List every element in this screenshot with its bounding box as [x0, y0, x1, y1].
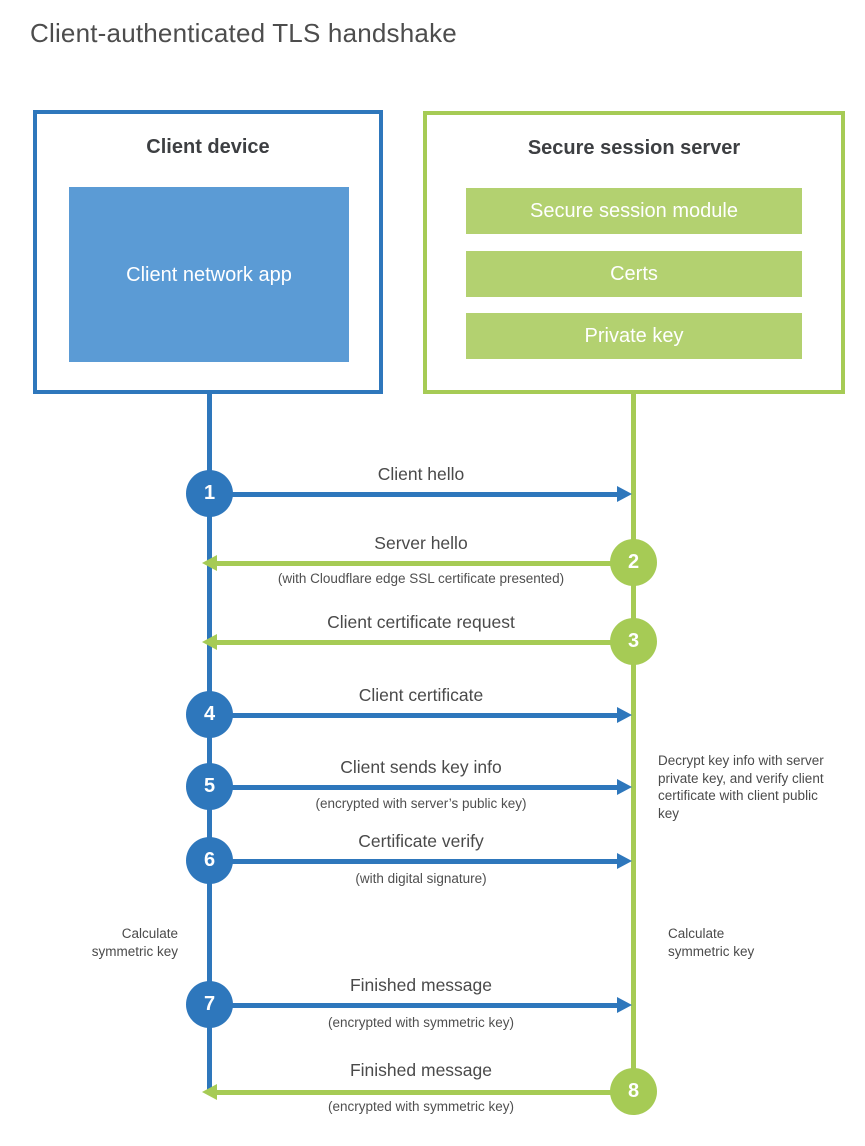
- note-calculate-symmetric-key-server: Calculate symmetric key: [668, 926, 755, 959]
- arrowhead-right-icon: [617, 779, 632, 795]
- step-3-badge: 3: [610, 618, 657, 665]
- label-client-certificate: Client certificate: [358, 685, 484, 705]
- arrowhead-left-icon: [202, 555, 217, 571]
- step-5-badge: 5: [186, 763, 233, 810]
- sublabel-certificate-verify: (with digital signature): [355, 871, 487, 886]
- sublabel-client-sends-key-info: (encrypted with server’s public key): [315, 796, 527, 811]
- arrowhead-right-icon: [617, 486, 632, 502]
- secure-session-server-title: Secure session server: [527, 137, 741, 159]
- arrow-shaft: [232, 858, 620, 864]
- arrow-shaft: [214, 560, 612, 566]
- step-1-badge: 1: [186, 470, 233, 517]
- label-client-sends-key-info: Client sends key info: [340, 757, 502, 777]
- server-module-certs: Certs: [466, 251, 802, 297]
- arrow-shaft: [214, 639, 612, 645]
- sublabel-finished-message-client: (encrypted with symmetric key): [327, 1015, 515, 1030]
- label-client-hello: Client hello: [377, 464, 465, 484]
- client-device-box: Client device Client network app: [33, 110, 383, 394]
- arrow-finished-message-server: [202, 1084, 612, 1100]
- arrow-client-hello: [232, 486, 632, 502]
- client-device-title: Client device: [146, 136, 270, 158]
- label-server-hello: Server hello: [374, 533, 468, 553]
- arrow-client-sends-key-info: [232, 779, 632, 795]
- step-2-badge: 2: [610, 539, 657, 586]
- arrowhead-left-icon: [202, 634, 217, 650]
- label-finished-message-server: Finished message: [349, 1060, 493, 1080]
- arrow-certificate-verify: [232, 853, 632, 869]
- arrow-client-certificate: [232, 707, 632, 723]
- arrow-shaft: [232, 491, 620, 497]
- arrow-client-certificate-request: [202, 634, 612, 650]
- client-network-app-label: Client network app: [126, 263, 292, 286]
- client-network-app-box: Client network app: [69, 187, 349, 362]
- step-4-badge: 4: [186, 691, 233, 738]
- arrowhead-right-icon: [617, 997, 632, 1013]
- arrowhead-right-icon: [617, 707, 632, 723]
- arrow-shaft: [232, 784, 620, 790]
- arrow-shaft: [232, 1002, 620, 1008]
- sublabel-server-hello: (with Cloudflare edge SSL certificate pr…: [277, 571, 565, 586]
- server-module-private-key: Private key: [466, 313, 802, 359]
- sublabel-finished-message-server: (encrypted with symmetric key): [327, 1099, 515, 1114]
- server-module-secure-session: Secure session module: [466, 188, 802, 234]
- arrow-shaft: [214, 1089, 612, 1095]
- arrowhead-left-icon: [202, 1084, 217, 1100]
- arrow-finished-message-client: [232, 997, 632, 1013]
- page-title: Client-authenticated TLS handshake: [30, 18, 457, 48]
- note-calculate-symmetric-key-client: Calculate symmetric key: [91, 926, 178, 959]
- label-client-certificate-request: Client certificate request: [327, 612, 515, 632]
- arrowhead-right-icon: [617, 853, 632, 869]
- step-6-badge: 6: [186, 837, 233, 884]
- client-lifeline: [207, 394, 212, 1092]
- arrow-server-hello: [202, 555, 612, 571]
- label-certificate-verify: Certificate verify: [358, 831, 484, 851]
- label-finished-message-client: Finished message: [349, 975, 493, 995]
- step-7-badge: 7: [186, 981, 233, 1028]
- server-lifeline: [631, 394, 636, 1094]
- step-8-badge: 8: [610, 1068, 657, 1115]
- arrow-shaft: [232, 712, 620, 718]
- secure-session-server-box: Secure session server Secure session mod…: [423, 111, 845, 394]
- note-decrypt-key-info: Decrypt key info with server private key…: [658, 753, 824, 821]
